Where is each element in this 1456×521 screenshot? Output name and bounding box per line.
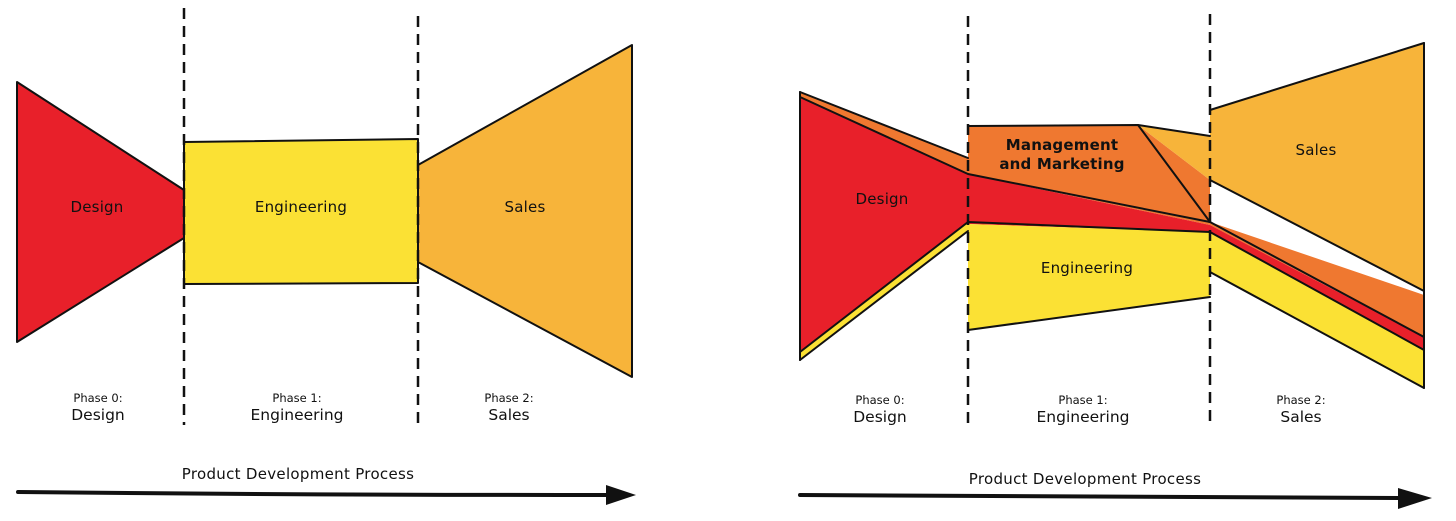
right-phase-1-label: Phase 1: Engineering: [1037, 393, 1130, 427]
right-design-band-phase1: [968, 174, 1210, 232]
right-phase-1-name: Engineering: [1036, 408, 1130, 426]
left-phase-2-label: Phase 2: Sales: [484, 391, 533, 425]
right-phase-2-number: Phase 2:: [1276, 393, 1326, 407]
left-phase-2-name: Sales: [488, 406, 530, 424]
left-phase-1-name: Engineering: [250, 406, 344, 424]
left-engineering-area: [183, 138, 419, 285]
right-management-label-line2: and Marketing: [999, 155, 1125, 173]
left-phase-2-number: Phase 2:: [484, 391, 534, 405]
right-engineering-area-phase2: [1210, 232, 1424, 388]
left-sales-label: Sales: [504, 198, 546, 216]
right-phase-0-number: Phase 0:: [855, 393, 905, 407]
left-engineering-label: Engineering: [254, 198, 348, 216]
right-management-area: [800, 92, 1424, 337]
right-phase-1-number: Phase 1:: [1058, 393, 1108, 407]
right-engineering-label: Engineering: [1040, 259, 1134, 277]
right-process-label: Product Development Process: [968, 470, 1202, 488]
left-diagram: [16, 8, 636, 505]
right-sales-label: Sales: [1295, 141, 1337, 159]
left-phase-0-label: Phase 0: Design: [71, 391, 125, 425]
left-phase-0-name: Design: [71, 406, 125, 424]
right-phase-0-name: Design: [853, 408, 907, 426]
right-diagram: [798, 14, 1432, 509]
left-phase-0-number: Phase 0:: [73, 391, 123, 405]
right-sales-area: [1210, 43, 1424, 291]
right-phase-2-label: Phase 2: Sales: [1276, 393, 1325, 427]
right-phase-2-name: Sales: [1280, 408, 1322, 426]
left-design-label: Design: [70, 198, 124, 216]
right-engineering-sliver-phase0: [800, 222, 968, 360]
right-engineering-area-phase1: [968, 224, 1210, 330]
right-phase-0-label: Phase 0: Design: [853, 393, 907, 427]
right-sales-wedge-phase1: [1138, 125, 1210, 180]
left-process-arrowhead: [606, 485, 636, 505]
right-design-label: Design: [855, 190, 909, 208]
left-sales-area: [417, 44, 633, 378]
right-design-band-phase2: [1210, 225, 1424, 350]
right-process-arrowhead: [1398, 488, 1432, 509]
right-outlines: [799, 42, 1425, 389]
right-process-arrow-shaft: [798, 493, 1406, 500]
left-phase-1-label: Phase 1: Engineering: [251, 391, 344, 425]
right-management-label-line1: Management: [1005, 136, 1119, 154]
left-process-arrow-shaft: [16, 490, 614, 497]
left-process-label: Product Development Process: [181, 465, 415, 483]
right-management-label: Management and Marketing: [999, 136, 1124, 174]
left-phase-1-number: Phase 1:: [272, 391, 322, 405]
right-design-area-phase0: [800, 97, 968, 352]
